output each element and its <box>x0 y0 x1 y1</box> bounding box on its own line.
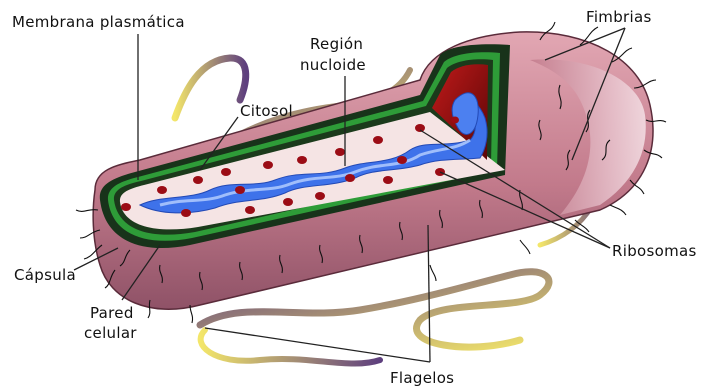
ribosome <box>157 186 167 194</box>
label-capsula: Cápsula <box>14 266 76 284</box>
ribosome <box>383 176 393 184</box>
flagellum-top <box>175 58 246 118</box>
ribosome <box>263 161 273 169</box>
label-pared-2: celular <box>84 324 137 342</box>
ribosome <box>373 136 383 144</box>
ribosome <box>193 176 203 184</box>
fimbria <box>520 240 530 254</box>
ribosome <box>235 186 245 194</box>
ribosome <box>121 203 131 211</box>
fimbria <box>610 205 626 215</box>
label-membrana: Membrana plasmática <box>12 13 185 31</box>
label-citosol: Citosol <box>240 102 293 120</box>
label-flagelos: Flagelos <box>390 369 454 387</box>
label-fimbrias: Fimbrias <box>586 8 652 26</box>
fimbria <box>430 265 436 281</box>
ribosome <box>451 117 459 124</box>
ribosome <box>315 192 325 200</box>
flagellum-bottom-left <box>201 330 380 364</box>
ribosome <box>221 168 231 176</box>
ribosome <box>181 209 191 217</box>
leader-flagelos-1 <box>205 328 430 362</box>
ribosome <box>335 148 345 156</box>
ribosome <box>415 124 425 132</box>
ribosome <box>345 174 355 182</box>
label-pared-1: Pared <box>90 304 134 322</box>
label-ribosomas: Ribosomas <box>612 242 697 260</box>
ribosome <box>397 156 407 164</box>
ribosome <box>283 198 293 206</box>
label-region-1: Región <box>310 35 363 53</box>
ribosome <box>245 206 255 214</box>
ribosome <box>297 156 307 164</box>
label-region-2: nucloide <box>300 56 366 74</box>
